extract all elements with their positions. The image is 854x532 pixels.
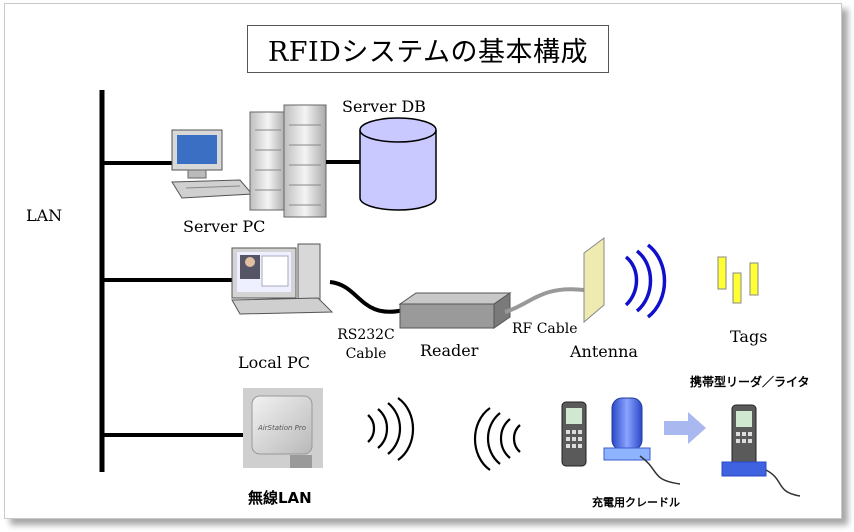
tags-icon bbox=[717, 256, 759, 304]
wireless-signal-icon bbox=[367, 397, 415, 461]
server-db-label: Server DB bbox=[342, 97, 426, 116]
handheld-reader-icon bbox=[561, 401, 587, 467]
rs232c-label-line1: RS232C bbox=[337, 327, 395, 343]
wireless-signal-icon bbox=[473, 407, 521, 471]
antenna-icon bbox=[583, 237, 605, 324]
lan-backbone bbox=[99, 90, 245, 472]
rs232c-label-line2: Cable bbox=[345, 346, 387, 362]
rf-cable bbox=[504, 287, 585, 314]
reader-icon bbox=[398, 292, 512, 329]
wireless-lan-label: 無線LAN bbox=[248, 489, 312, 507]
server-pc-icon bbox=[171, 129, 254, 199]
database-icon bbox=[359, 117, 437, 211]
lan-label: LAN bbox=[26, 206, 63, 225]
ap-brand-text: AirStation Pro bbox=[257, 424, 306, 432]
rs232c-cable bbox=[329, 280, 405, 314]
reader-label: Reader bbox=[420, 341, 479, 360]
charging-cradle-icon bbox=[603, 397, 681, 485]
page-title: RFIDシステムの基本構成 bbox=[247, 25, 609, 73]
handheld-label: 携帯型リーダ／ライタ bbox=[690, 375, 810, 389]
antenna-wave-icon bbox=[624, 243, 667, 319]
wireless-ap-icon: AirStation Pro bbox=[243, 388, 323, 468]
tags-label: Tags bbox=[730, 327, 768, 346]
rs232c-cable-label: RS232C Cable bbox=[330, 326, 402, 364]
local-pc-icon bbox=[231, 243, 334, 315]
server-pc-label: Server PC bbox=[183, 217, 266, 236]
handheld-in-cradle-icon bbox=[721, 404, 801, 497]
cradle-label: 充電用クレードル bbox=[592, 496, 680, 509]
arrow-icon bbox=[664, 412, 706, 444]
rf-cable-label: RF Cable bbox=[512, 321, 578, 337]
local-pc-label: Local PC bbox=[238, 353, 310, 372]
server-tower-icon bbox=[249, 104, 327, 218]
antenna-label: Antenna bbox=[570, 342, 638, 361]
